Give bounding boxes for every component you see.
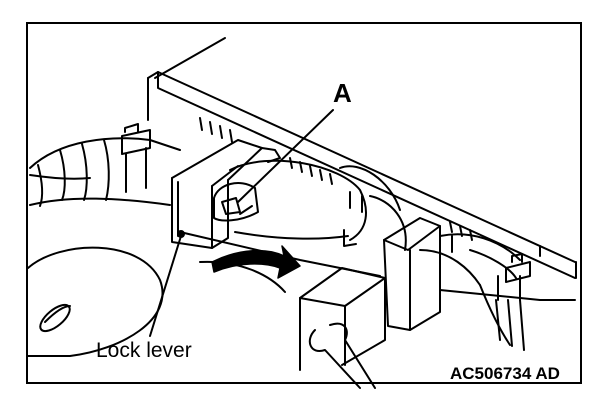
middle-connector xyxy=(339,165,441,331)
figure-code: AC506734 AD xyxy=(450,364,560,383)
ecu-housing xyxy=(147,37,577,301)
wire-harness-left xyxy=(29,137,181,207)
push-direction-arrow xyxy=(211,245,301,279)
callout-label-a: A xyxy=(333,78,352,108)
diagram-frame xyxy=(26,22,582,384)
callout-a-leader xyxy=(237,109,334,203)
lock-lever-leader xyxy=(149,235,182,337)
lower-pipes xyxy=(199,260,386,389)
grommet xyxy=(27,246,164,357)
harness-connector xyxy=(171,139,367,249)
left-clip xyxy=(121,123,151,193)
lock-lever-label: Lock lever xyxy=(96,339,192,362)
right-connector xyxy=(419,231,531,351)
